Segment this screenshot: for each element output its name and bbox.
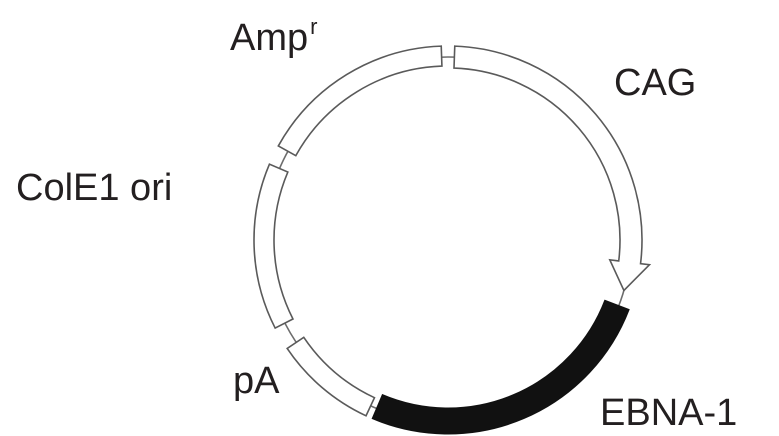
feature-segments (253, 45, 652, 435)
label-ebna1: EBNA-1 (600, 392, 737, 434)
segment-ampr (277, 45, 443, 157)
label-ampr-superscript: r (310, 14, 317, 39)
label-ampr: Ampr (230, 14, 317, 59)
segment-pa (286, 336, 376, 417)
label-cag: CAG (614, 62, 696, 104)
segment-colE1 (253, 163, 295, 330)
segment-cag (453, 45, 652, 292)
segment-ebna1 (371, 299, 630, 435)
label-pa: pA (233, 360, 280, 402)
label-colE1-ori: ColE1 ori (16, 167, 172, 209)
